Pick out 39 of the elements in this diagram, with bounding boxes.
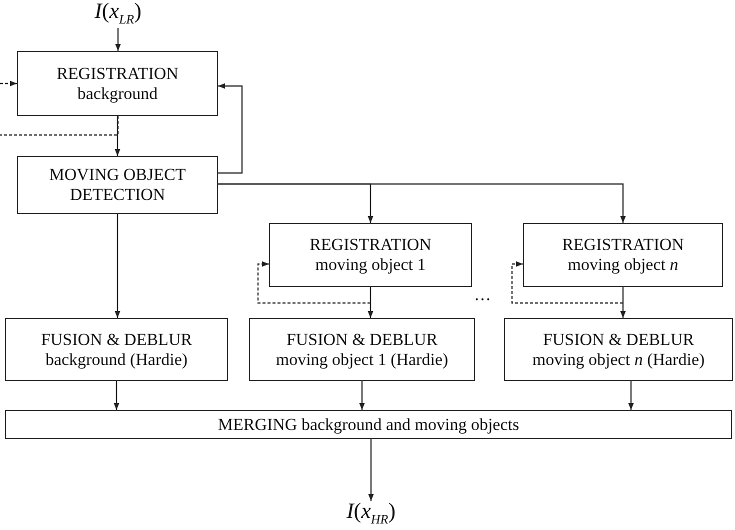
box-title: FUSION & DEBLUR [542, 330, 694, 350]
box-subtitle: background (Hardie) [45, 350, 188, 370]
box-title: REGISTRATION [562, 235, 684, 255]
box-title: REGISTRATION [310, 235, 432, 255]
box-title: MERGING background and moving objects [218, 414, 520, 434]
box-subtitle: moving object 1 [315, 255, 426, 275]
math-label: I(x$_{HR}$) [346, 498, 396, 528]
process-box [504, 318, 733, 381]
box-title: MOVING OBJECT DETECTION [48, 165, 187, 205]
math-label: I(x$_{LR}$) [94, 0, 142, 28]
box-title: REGISTRATION [56, 64, 178, 84]
arrow [114, 214, 120, 318]
arrow [114, 381, 120, 410]
box-subtitle: moving object n (Hardie) [532, 350, 705, 370]
process-box [269, 223, 472, 287]
arrow [115, 28, 121, 51]
box-title: FUSION & DEBLUR [286, 330, 438, 350]
dashed-arrow [0, 80, 17, 86]
process-box [5, 410, 732, 439]
box-title: FUSION & DEBLUR [40, 330, 192, 350]
arrow [368, 439, 374, 501]
box-subtitle: moving object n [568, 255, 678, 275]
box-subtitle: moving object 1 (Hardie) [276, 350, 448, 370]
process-box [523, 223, 723, 287]
arrow [628, 381, 634, 410]
process-box [5, 318, 228, 381]
box-subtitle: background [77, 84, 158, 104]
arrow [218, 83, 243, 174]
ellipsis-label: … [474, 285, 491, 305]
process-box [17, 51, 218, 116]
arrow [114, 116, 120, 156]
arrow [359, 381, 365, 410]
dashed-arrow [257, 261, 370, 304]
process-box [17, 156, 218, 214]
arrow [218, 183, 626, 223]
arrow [368, 287, 374, 318]
arrow [620, 287, 626, 318]
dashed-arrow [511, 261, 623, 304]
process-box [249, 318, 475, 381]
